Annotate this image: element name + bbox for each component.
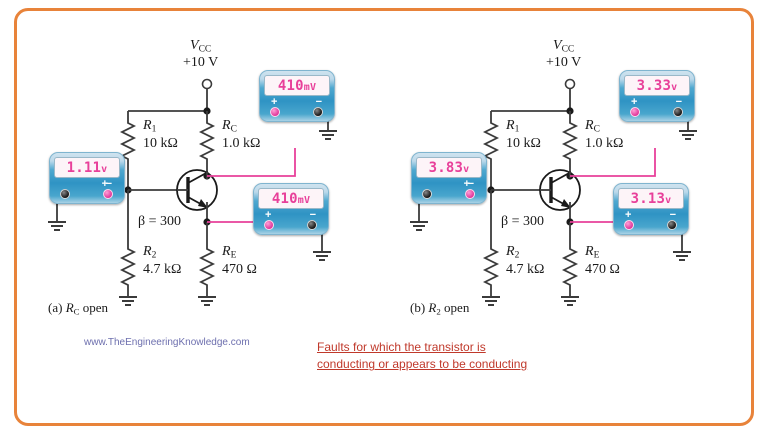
- rc-label-a: RC: [222, 118, 237, 135]
- meter-display-emitter-b: 3.13v: [618, 188, 684, 209]
- meter-collector-b[interactable]: 3.33v + −: [619, 70, 695, 122]
- positive-jack[interactable]: [270, 107, 280, 117]
- minus-sign: −: [105, 178, 112, 190]
- meter-jacks-emitter-b: + −: [618, 209, 684, 233]
- plus-sign: +: [101, 178, 108, 190]
- meter-unit-base-b: v: [463, 163, 470, 175]
- meter-base-b[interactable]: 3.83v − +: [411, 152, 487, 204]
- rc-value-b: 1.0 kΩ: [585, 136, 624, 151]
- negative-jack[interactable]: [307, 220, 317, 230]
- meter-base-a[interactable]: 1.11v − +: [49, 152, 125, 204]
- meter-value-collector-b: 3.33: [636, 77, 672, 94]
- meter-jacks-base-b: − +: [416, 178, 482, 202]
- plus-sign: +: [271, 96, 278, 108]
- meter-jacks-collector-a: + −: [264, 96, 330, 120]
- meter-unit-collector-a: mV: [303, 81, 317, 93]
- meter-jacks-collector-b: + −: [624, 96, 690, 120]
- negative-jack[interactable]: [313, 107, 323, 117]
- r1-value-b: 10 kΩ: [506, 136, 541, 151]
- minus-sign: −: [467, 178, 474, 190]
- meter-value-base-a: 1.11: [66, 159, 102, 176]
- rc-label-b: RC: [585, 118, 600, 135]
- minus-sign: −: [669, 209, 676, 221]
- supply-name-b: V: [553, 38, 562, 53]
- plus-sign: +: [631, 96, 638, 108]
- re-label-b: RE: [585, 244, 600, 261]
- meter-value-base-b: 3.83: [428, 159, 464, 176]
- minus-sign: −: [315, 96, 322, 108]
- negative-jack[interactable]: [673, 107, 683, 117]
- watermark-url: www.TheEngineeringKnowledge.com: [84, 337, 250, 348]
- supply-value-b: +10 V: [546, 55, 582, 71]
- meter-display-base-b: 3.83v: [416, 157, 482, 178]
- beta-label-b: β = 300: [501, 214, 545, 229]
- positive-jack[interactable]: [103, 189, 113, 199]
- meter-unit-base-a: v: [101, 163, 108, 175]
- meter-display-collector-b: 3.33v: [624, 75, 690, 96]
- supply-value-a: +10 V: [183, 55, 219, 71]
- meter-emitter-a[interactable]: 410mV + −: [253, 183, 329, 235]
- plus-sign: +: [265, 209, 272, 221]
- supply-name-a: V: [190, 38, 199, 53]
- plus-sign: +: [625, 209, 632, 221]
- meter-unit-emitter-a: mV: [297, 194, 311, 206]
- positive-jack[interactable]: [624, 220, 634, 230]
- red-caption: Faults for which the transistor is condu…: [317, 339, 527, 374]
- meter-display-emitter-a: 410mV: [258, 188, 324, 209]
- red-caption-line2: conducting or appears to be conducting: [317, 357, 528, 372]
- meter-value-emitter-a: 410: [271, 190, 298, 207]
- meter-emitter-b[interactable]: 3.13v + −: [613, 183, 689, 235]
- r2-value-a: 4.7 kΩ: [143, 262, 182, 277]
- meter-jacks-base-a: − +: [54, 178, 120, 202]
- positive-jack[interactable]: [465, 189, 475, 199]
- meter-display-base-a: 1.11v: [54, 157, 120, 178]
- re-value-b: 470 Ω: [585, 262, 620, 277]
- supply-name-sub-a: CC: [198, 44, 212, 55]
- caption-b: (b) R2 open: [410, 300, 470, 317]
- r2-value-b: 4.7 kΩ: [506, 262, 545, 277]
- meter-display-collector-a: 410mV: [264, 75, 330, 96]
- meter-jacks-emitter-a: + −: [258, 209, 324, 233]
- r1-label-a: R1: [143, 118, 157, 135]
- r1-value-a: 10 kΩ: [143, 136, 178, 151]
- positive-jack[interactable]: [630, 107, 640, 117]
- re-label-a: RE: [222, 244, 237, 261]
- negative-jack[interactable]: [422, 189, 432, 199]
- r2-label-b: R2: [506, 244, 520, 261]
- minus-sign: −: [309, 209, 316, 221]
- positive-jack[interactable]: [264, 220, 274, 230]
- red-caption-line1: Faults for which the transistor is: [317, 340, 486, 354]
- negative-jack[interactable]: [60, 189, 70, 199]
- plus-sign: +: [463, 178, 470, 190]
- minus-sign: −: [675, 96, 682, 108]
- r2-label-a: R2: [143, 244, 157, 261]
- meter-unit-emitter-b: v: [665, 194, 672, 206]
- beta-label-a: β = 300: [138, 214, 182, 229]
- supply-name-sub-b: CC: [561, 44, 575, 55]
- supply-label-b: VCC +10 V: [546, 38, 581, 71]
- meter-unit-collector-b: v: [671, 81, 678, 93]
- negative-jack[interactable]: [667, 220, 677, 230]
- meter-value-collector-a: 410: [277, 77, 304, 94]
- r1-label-b: R1: [506, 118, 520, 135]
- meter-value-emitter-b: 3.13: [630, 190, 666, 207]
- caption-a: (a) RC open: [48, 300, 109, 317]
- rc-value-a: 1.0 kΩ: [222, 136, 261, 151]
- re-value-a: 470 Ω: [222, 262, 257, 277]
- supply-label-a: VCC +10 V: [183, 38, 218, 71]
- meter-collector-a[interactable]: 410mV + −: [259, 70, 335, 122]
